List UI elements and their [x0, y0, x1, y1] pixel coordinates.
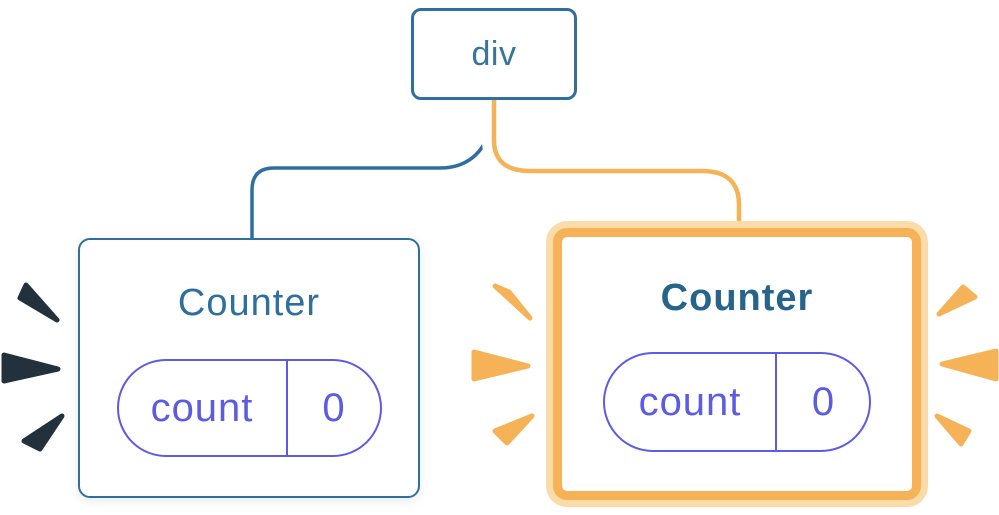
spark-icon	[17, 282, 60, 323]
left-counter-card: Counter count 0	[78, 238, 420, 498]
spark-icon	[939, 348, 999, 382]
edge-div-to-right-counter-casing	[482, 96, 751, 228]
state-value-label: 0	[285, 361, 380, 455]
spark-icon	[471, 349, 531, 382]
spark-icon	[1, 352, 61, 384]
spark-icon	[21, 413, 65, 452]
state-value-label: 0	[775, 354, 869, 450]
create-sparks-left-of-right-card	[471, 283, 535, 446]
counter-title: Counter	[177, 282, 321, 324]
spark-icon	[492, 283, 533, 321]
state-pill: count 0	[116, 359, 382, 457]
right-counter-card-highlighted: Counter count 0	[553, 228, 921, 500]
spark-icon	[492, 413, 535, 446]
edge-div-to-right-counter-line	[491, 96, 742, 228]
destroy-sparks-left	[1, 282, 65, 452]
spark-icon	[936, 284, 978, 317]
state-key-label: count	[150, 385, 254, 430]
spark-icon	[934, 413, 972, 447]
root-node: div	[411, 8, 577, 100]
edge-div-to-left-counter-line	[250, 97, 499, 242]
create-sparks-right-of-right-card	[934, 284, 999, 447]
counter-title: Counter	[660, 277, 814, 319]
state-pill: count 0	[603, 352, 871, 452]
root-node-label: div	[471, 34, 517, 73]
state-key-label: count	[638, 379, 742, 424]
